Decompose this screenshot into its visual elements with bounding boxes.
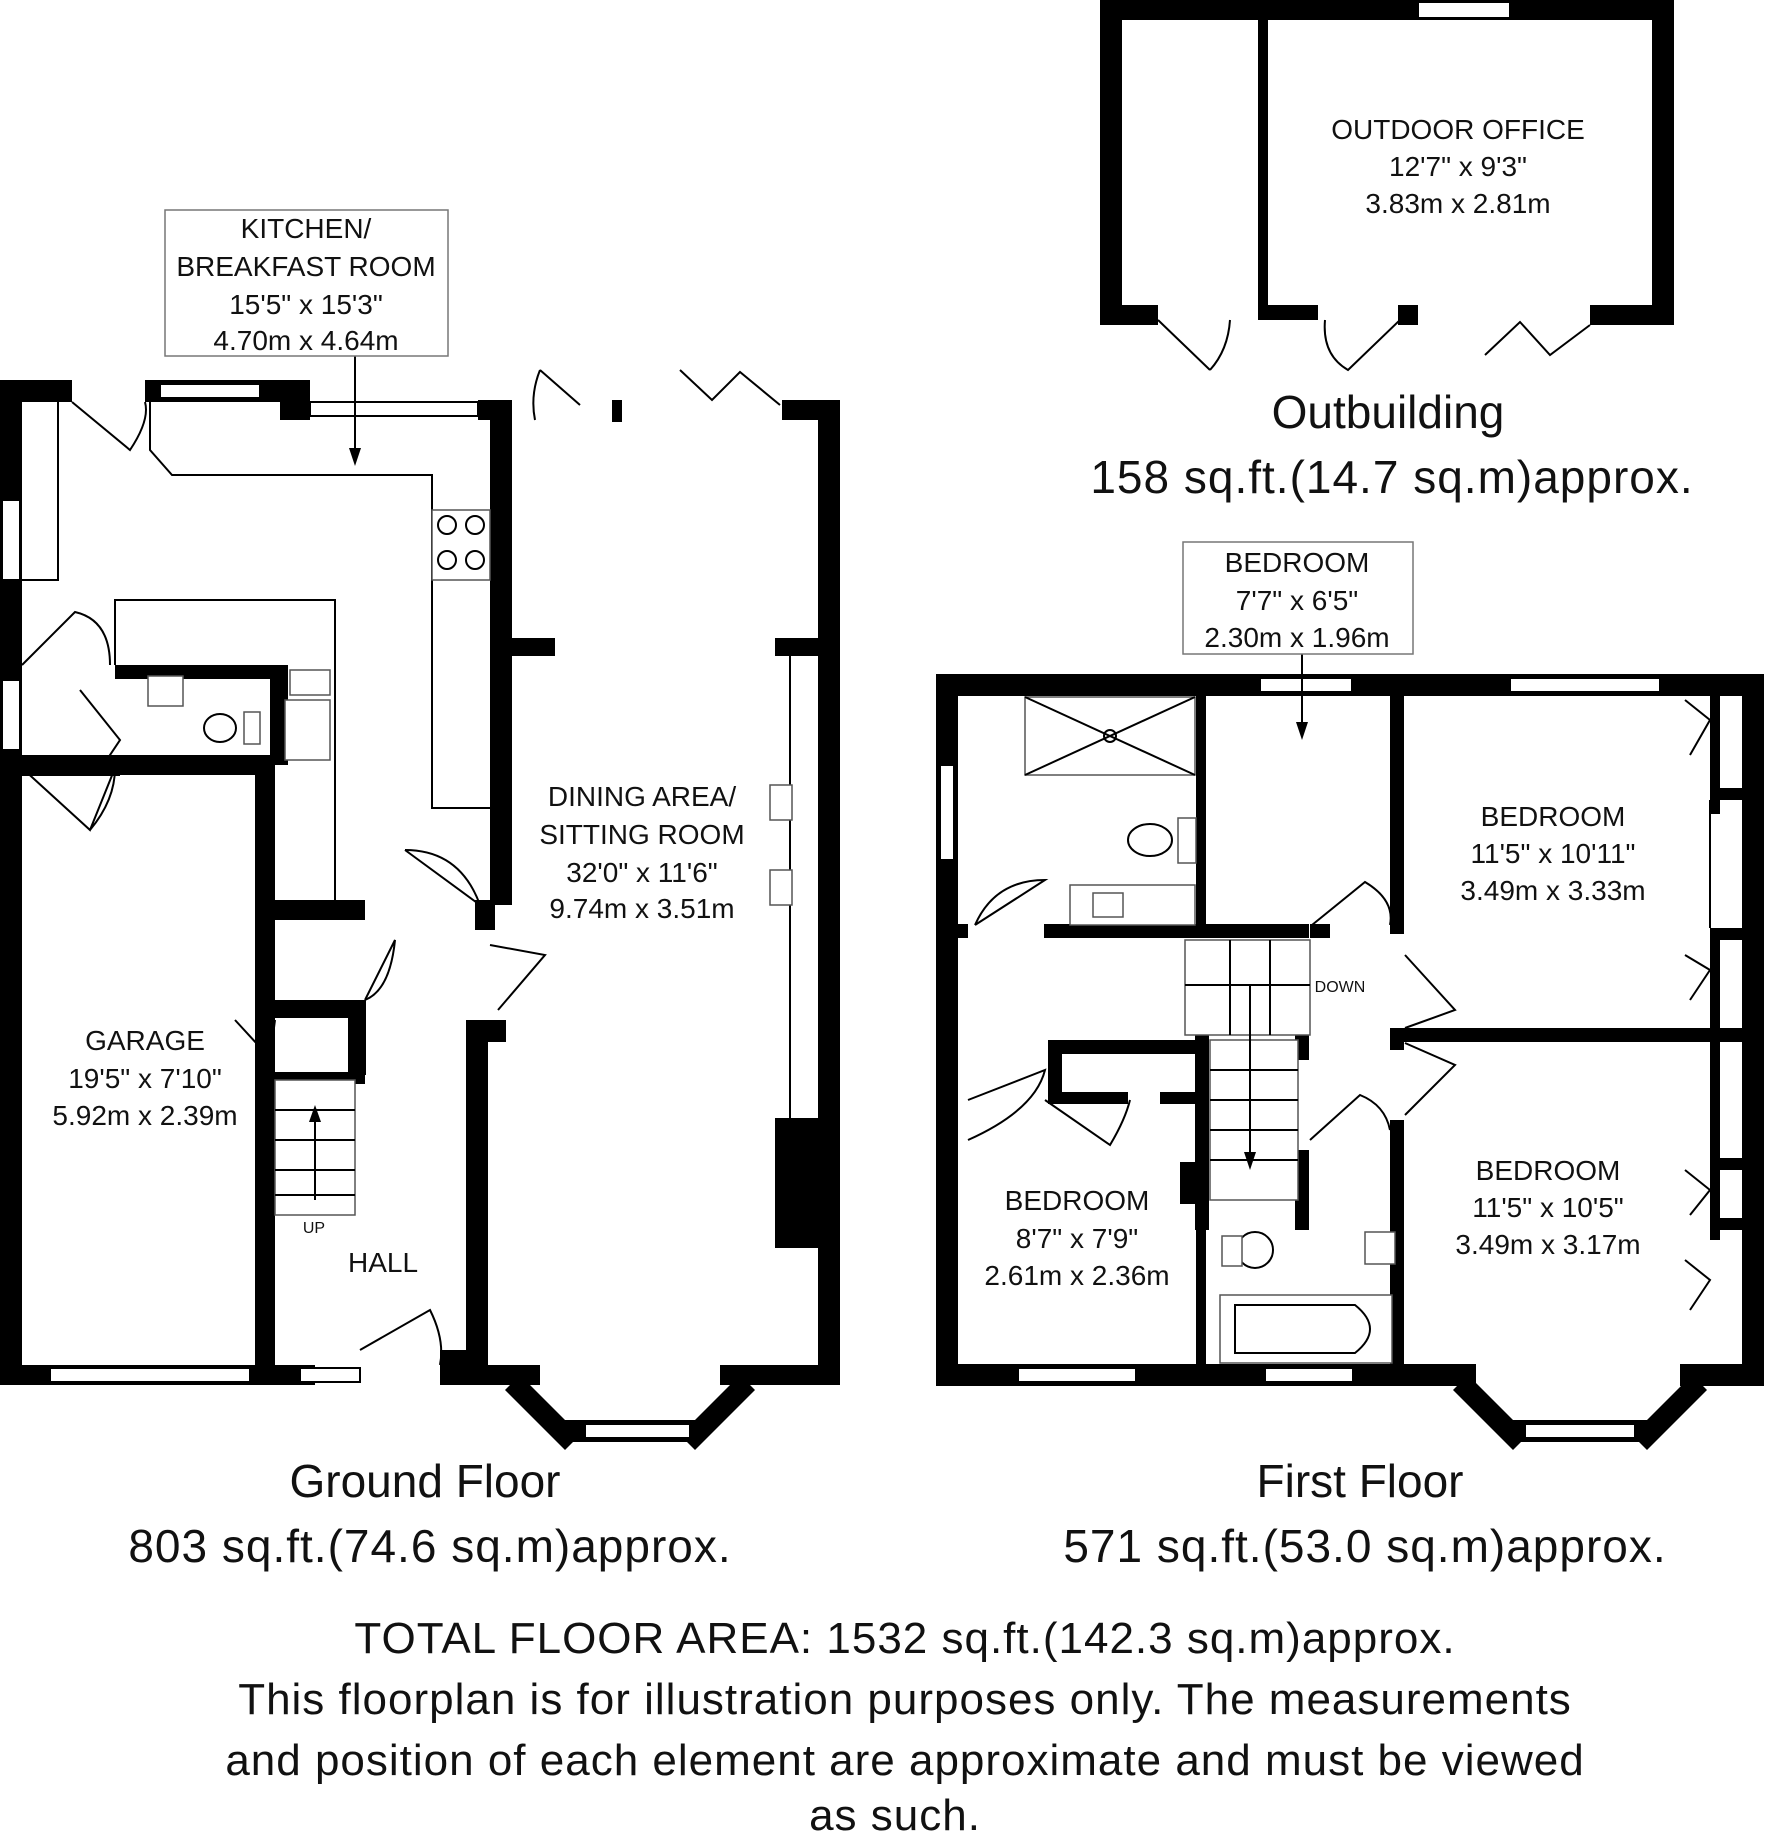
small-bedroom-label: BEDROOM 7'7" x 6'5" 2.30m x 1.96m: [1204, 547, 1389, 653]
svg-text:BEDROOM: BEDROOM: [1481, 801, 1626, 832]
ground-floor-title: Ground Floor: [289, 1455, 560, 1507]
total-floor-area: TOTAL FLOOR AREA: 1532 sq.ft.(142.3 sq.m…: [354, 1614, 1455, 1663]
svg-text:5.92m x 2.39m: 5.92m x 2.39m: [52, 1100, 237, 1131]
svg-text:BEDROOM: BEDROOM: [1476, 1155, 1621, 1186]
svg-text:DINING AREA/: DINING AREA/: [548, 781, 736, 812]
svg-text:4.70m x 4.64m: 4.70m x 4.64m: [213, 325, 398, 356]
svg-text:BEDROOM: BEDROOM: [1005, 1185, 1150, 1216]
first-floor-plan: [936, 640, 1764, 1450]
garage-label: GARAGE 19'5" x 7'10" 5.92m x 2.39m: [52, 1025, 237, 1131]
outbuilding-area: 158 sq.ft.(14.7 sq.m)approx.: [1090, 451, 1693, 503]
small-bedroom-label-box: [1182, 541, 1414, 655]
up-label: UP: [303, 1220, 325, 1237]
ground-floor-plan: [0, 350, 840, 1450]
first-floor-title: First Floor: [1257, 1455, 1464, 1507]
svg-text:SITTING ROOM: SITTING ROOM: [539, 819, 744, 850]
svg-text:11'5" x 10'5": 11'5" x 10'5": [1472, 1192, 1623, 1223]
svg-text:11'5" x 10'11": 11'5" x 10'11": [1471, 838, 1636, 869]
svg-text:12'7" x 9'3": 12'7" x 9'3": [1389, 151, 1527, 182]
first-floor-area: 571 sq.ft.(53.0 sq.m)approx.: [1063, 1520, 1666, 1572]
ground-floor-stairs: [274, 1079, 356, 1216]
svg-text:3.49m x 3.17m: 3.49m x 3.17m: [1455, 1229, 1640, 1260]
outbuilding-title: Outbuilding: [1272, 386, 1505, 438]
disclaimer-line-1: This floorplan is for illustration purpo…: [238, 1675, 1572, 1724]
svg-text:BEDROOM: BEDROOM: [1225, 547, 1370, 578]
outbuilding-plan: [1100, 0, 1674, 372]
dining-label: DINING AREA/ SITTING ROOM 32'0" x 11'6" …: [539, 781, 744, 924]
ground-floor-area: 803 sq.ft.(74.6 sq.m)approx.: [128, 1520, 731, 1572]
svg-text:OUTDOOR OFFICE: OUTDOOR OFFICE: [1331, 114, 1585, 145]
svg-text:3.49m x 3.33m: 3.49m x 3.33m: [1460, 875, 1645, 906]
kitchen-label-box: [164, 209, 449, 357]
disclaimer-line-2: and position of each element are approxi…: [225, 1736, 1584, 1785]
svg-text:KITCHEN/: KITCHEN/: [241, 213, 372, 244]
svg-text:BREAKFAST ROOM: BREAKFAST ROOM: [176, 251, 435, 282]
front-right-bedroom-label: BEDROOM 11'5" x 10'11" 3.49m x 3.33m: [1460, 801, 1645, 906]
svg-text:8'7" x 7'9": 8'7" x 7'9": [1016, 1223, 1138, 1254]
svg-text:15'5" x 15'3": 15'5" x 15'3": [229, 289, 383, 320]
outdoor-office-label: OUTDOOR OFFICE 12'7" x 9'3" 3.83m x 2.81…: [1331, 114, 1585, 219]
disclaimer-line-3: as such.: [809, 1791, 981, 1837]
svg-text:9.74m x 3.51m: 9.74m x 3.51m: [549, 893, 734, 924]
hall-label: HALL: [348, 1247, 418, 1278]
kitchen-label: KITCHEN/ BREAKFAST ROOM 15'5" x 15'3" 4.…: [176, 213, 435, 356]
svg-text:19'5" x 7'10": 19'5" x 7'10": [68, 1063, 222, 1094]
svg-text:3.83m x 2.81m: 3.83m x 2.81m: [1365, 188, 1550, 219]
svg-text:2.61m x 2.36m: 2.61m x 2.36m: [984, 1260, 1169, 1291]
svg-text:2.30m x 1.96m: 2.30m x 1.96m: [1204, 622, 1389, 653]
svg-text:32'0" x 11'6": 32'0" x 11'6": [566, 857, 717, 888]
rear-right-bedroom-label: BEDROOM 11'5" x 10'5" 3.49m x 3.17m: [1455, 1155, 1640, 1260]
first-floor-stairs: [1184, 939, 1311, 1201]
down-label: DOWN: [1315, 979, 1366, 996]
left-bedroom-label: BEDROOM 8'7" x 7'9" 2.61m x 2.36m: [984, 1185, 1169, 1291]
svg-text:7'7" x 6'5": 7'7" x 6'5": [1236, 585, 1358, 616]
svg-text:GARAGE: GARAGE: [85, 1025, 205, 1056]
